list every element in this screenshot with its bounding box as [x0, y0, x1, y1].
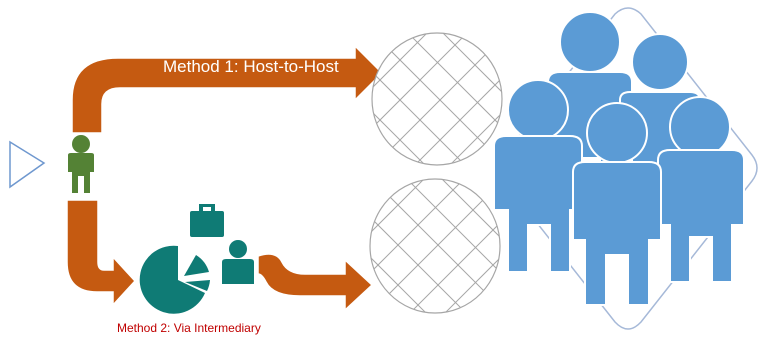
- method2-arrow-to-destination: [257, 253, 374, 312]
- play-triangle-icon: [9, 140, 46, 189]
- briefcase-icon: [190, 204, 224, 237]
- method2-arrow-to-intermediary: [66, 199, 137, 307]
- method1-label: Method 1: Host-to-Host: [163, 57, 339, 76]
- people-group-icon: [493, 11, 745, 306]
- intermediary-person-icon: [222, 240, 254, 284]
- globe-icon: [369, 178, 501, 314]
- globe-icon: [371, 32, 503, 166]
- pie-chart-icon: [139, 245, 210, 314]
- host-person-icon: [68, 135, 94, 193]
- method2-label: Method 2: Via Intermediary: [117, 321, 261, 335]
